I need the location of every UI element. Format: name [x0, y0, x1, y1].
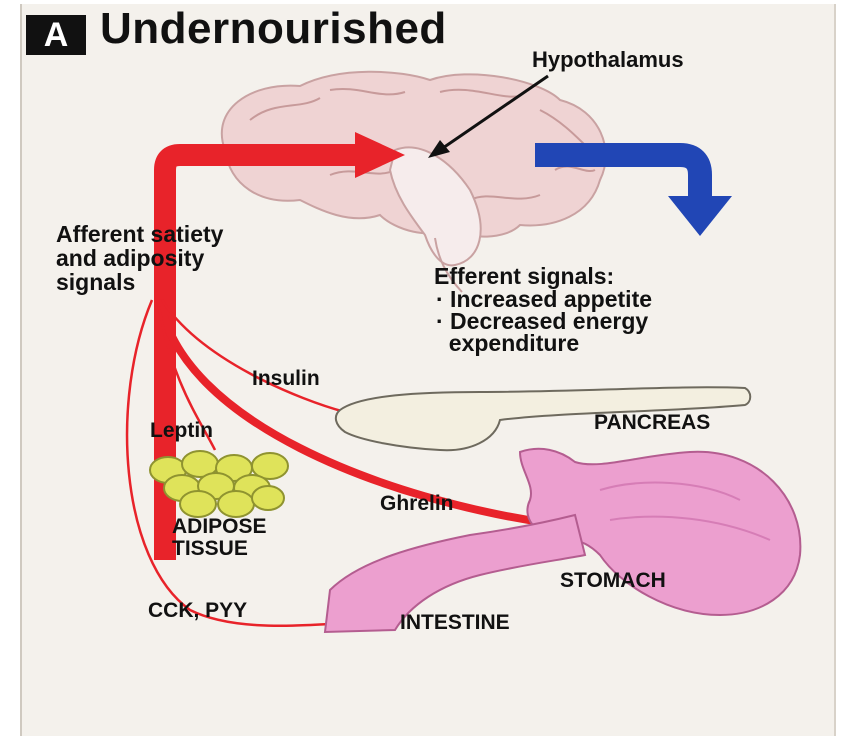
intestine-label: INTESTINE [400, 612, 510, 634]
leptin-label: Leptin [150, 420, 213, 442]
efferent-signals-heading: Efferent signals: [434, 264, 614, 288]
cck-pyy-label: CCK, PYY [148, 600, 247, 622]
efferent-item: · Increased appetite [436, 288, 652, 310]
efferent-signals-list: · Increased appetite · Decreased energy … [436, 288, 652, 354]
brain-illustration [222, 72, 606, 292]
stomach-label: STOMACH [560, 570, 666, 592]
efferent-item: · Decreased energy [436, 310, 652, 332]
insulin-label: Insulin [252, 368, 320, 390]
afferent-signals-label: Afferent satiety and adiposity signals [56, 222, 223, 294]
adipose-tissue-label: ADIPOSE TISSUE [172, 516, 267, 560]
efferent-item: expenditure [436, 332, 652, 354]
panel-badge: A [26, 15, 86, 55]
ghrelin-label: Ghrelin [380, 493, 454, 515]
panel-title: Undernourished [100, 6, 447, 52]
hypothalamus-label: Hypothalamus [532, 48, 684, 71]
pancreas-label: PANCREAS [594, 412, 710, 434]
